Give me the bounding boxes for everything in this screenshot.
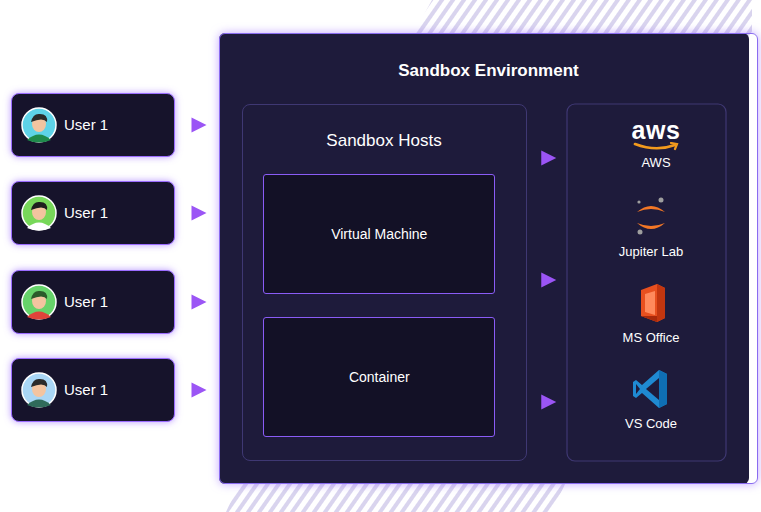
label-text: VS Code (567, 416, 736, 432)
user-box: User 1 (11, 181, 175, 245)
avatar-circle (22, 196, 56, 230)
vscode-shape (646, 378, 659, 400)
label-text: Sandbox Hosts (243, 131, 526, 151)
tool-item: MS Office (567, 282, 736, 348)
label-text: Container (349, 369, 410, 386)
label-text: User 1 (64, 293, 108, 311)
jupyter-arc (637, 206, 665, 212)
arrow-connector (175, 295, 219, 310)
arrow-head (541, 273, 556, 288)
arrow-head (192, 383, 207, 398)
avatar-circle (22, 108, 56, 142)
avatar-hair (31, 379, 47, 387)
hatch-band (226, 482, 566, 512)
arrow-head (192, 206, 207, 221)
arrow-connector (527, 273, 568, 288)
vscode-shape (659, 370, 667, 408)
jupyter-dot (638, 229, 643, 234)
jupyter-dot (637, 200, 640, 203)
avatar-hair (31, 202, 47, 210)
user-avatar (21, 195, 57, 231)
avatar-shirt (27, 135, 51, 143)
label-text: aws (567, 118, 746, 142)
host-box: Virtual Machine (263, 174, 495, 294)
office-shape (641, 284, 665, 322)
arrow-connector (527, 395, 568, 410)
user-box: User 1 (11, 270, 175, 334)
user-avatar (21, 284, 57, 320)
avatar-hair (31, 114, 47, 122)
label-text: MS Office (567, 330, 736, 346)
smile-arc (635, 144, 675, 148)
tool-icon (631, 282, 671, 324)
arrow-head (192, 295, 207, 310)
host-box: Container (263, 317, 495, 437)
tool-item: Jupiter Lab (567, 196, 736, 262)
arrow-head (541, 151, 556, 166)
tool-item: awsAWS (567, 118, 746, 178)
arrow-connector (175, 118, 219, 133)
user-box: User 1 (11, 358, 175, 422)
label-text: Sandbox Environment (220, 61, 757, 81)
office-shape (657, 284, 665, 322)
user-avatar (21, 372, 57, 408)
label-text: Jupiter Lab (567, 244, 736, 260)
tool-icon (631, 196, 671, 238)
arrow-head (541, 395, 556, 410)
arrow-connector (175, 383, 219, 398)
arrow-connector (175, 206, 219, 221)
label-text: User 1 (64, 204, 108, 222)
user-box: User 1 (11, 93, 175, 157)
jupyter-arc (637, 223, 665, 229)
tool-icon (631, 368, 671, 410)
hosts-box: Sandbox HostsVirtual MachineContainer (242, 104, 527, 461)
office-shape (645, 291, 655, 315)
avatar-shirt (27, 312, 51, 320)
vscode-shape (636, 384, 640, 394)
label-text: AWS (567, 155, 746, 171)
tool-item: VS Code (567, 368, 736, 434)
environment-box: Sandbox EnvironmentSandbox HostsVirtual … (219, 33, 758, 484)
avatar-circle (22, 373, 56, 407)
jupyter-dot (659, 197, 664, 202)
user-avatar (21, 107, 57, 143)
arrow-head (192, 118, 207, 133)
vscode-shape (633, 370, 667, 408)
avatar-shirt (27, 400, 51, 408)
environment-fill (219, 33, 749, 484)
avatar-shirt (27, 223, 51, 231)
avatar-hair (31, 291, 47, 299)
label-text: User 1 (64, 381, 108, 399)
aws-smile (631, 142, 681, 151)
arrow-connector (527, 151, 568, 166)
label-text: User 1 (64, 116, 108, 134)
hatch-band (412, 0, 752, 36)
avatar-circle (22, 285, 56, 319)
office-shape (641, 316, 657, 322)
smile-tip (671, 143, 677, 149)
label-text: Virtual Machine (331, 226, 427, 243)
